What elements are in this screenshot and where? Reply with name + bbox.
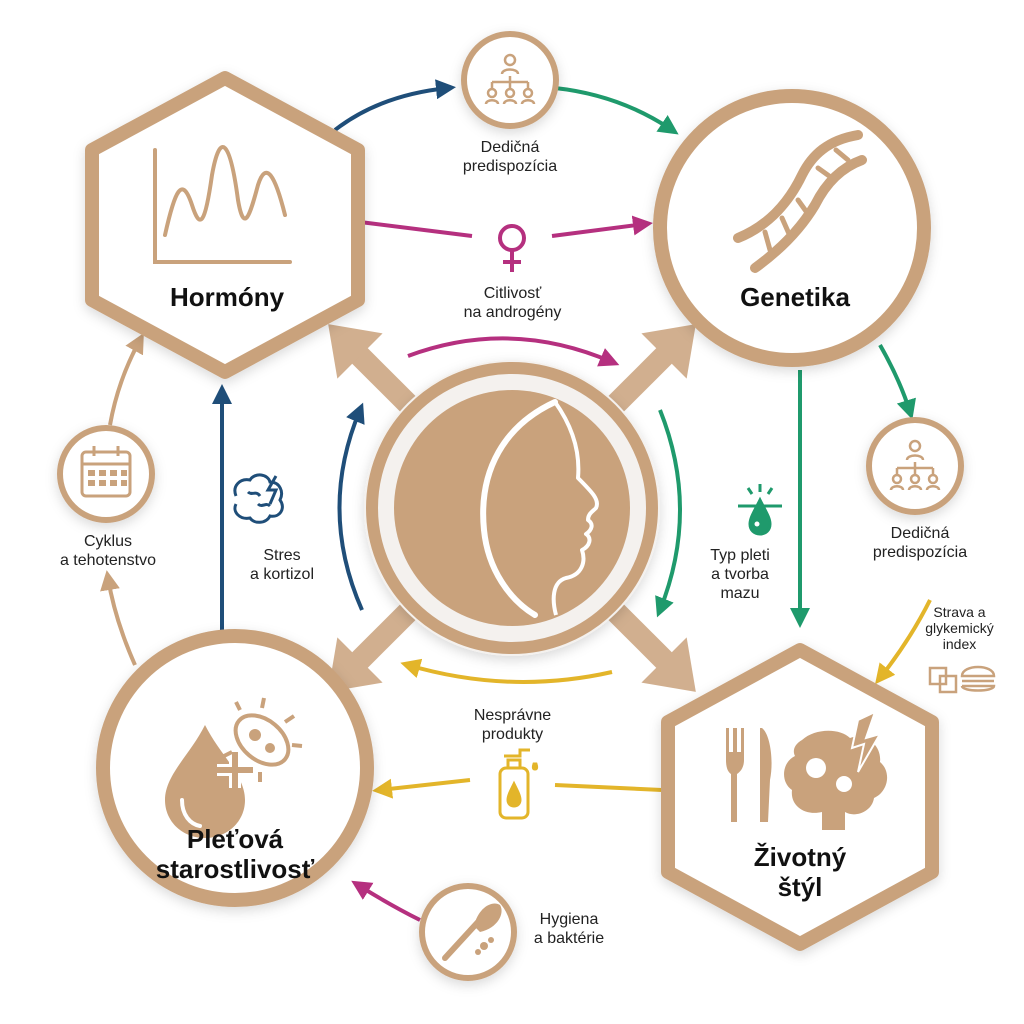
arrow-hormones-to-heredity	[333, 79, 456, 132]
heredity-top-label: Dedičná predispozícia	[430, 138, 590, 176]
genetics-node	[653, 89, 931, 367]
diet-line2: glykemický	[925, 620, 994, 636]
hormone-wave-chart-icon	[153, 145, 292, 264]
androgen-line2: na androgény	[463, 304, 562, 321]
hormones-label: Hormóny	[169, 282, 285, 312]
cycle-line1: Cyklus	[83, 533, 132, 550]
family-tree-icon-right	[889, 439, 941, 491]
lifestyle-label-line2: štýl	[777, 872, 823, 902]
stress-line2: a kortizol	[249, 566, 315, 583]
skin-type-line3: mazu	[720, 585, 760, 602]
sugar-burger-icon	[928, 665, 996, 694]
pump-bottle-icon	[498, 748, 539, 820]
woman-profile-icon	[480, 399, 599, 618]
family-tree-icon	[484, 53, 536, 105]
diet-line3: index	[942, 636, 977, 652]
hygiene-label: Hygiena a baktérie	[514, 910, 624, 948]
stress-label: Stres a kortizol	[222, 546, 342, 584]
diet-label: Strava a glykemický index	[902, 604, 1017, 652]
arrow-skincare-to-cycle	[100, 570, 137, 666]
heredity-top-line1: Dedičná	[480, 139, 540, 156]
genetics-label: Genetika	[740, 282, 850, 312]
skin-type-line2: a tvorba	[711, 566, 769, 583]
heredity-right-label: Dedičná predispozícia	[840, 524, 1000, 562]
center-node	[364, 360, 660, 656]
skincare-label: Pleťová starostlivosť	[110, 824, 360, 884]
heredity-top-line2: predispozícia	[462, 158, 558, 175]
skincare-label-line1: Pleťová	[186, 824, 284, 854]
androgen-label: Citlivosť na androgény	[430, 284, 595, 322]
drop-bacteria-icon	[165, 697, 303, 838]
skin-type-label: Typ pleti a tvorba mazu	[690, 546, 790, 603]
arrow-stress-arc	[337, 402, 365, 611]
cycle-label: Cyklus a tehotenstvo	[28, 532, 188, 570]
arrow-cycle-to-hormones	[108, 332, 144, 426]
hormones-node	[85, 71, 365, 379]
hygiene-line2: a baktérie	[533, 930, 605, 947]
lifestyle-label: Životný štýl	[690, 842, 910, 902]
products-label: Nesprávne produkty	[440, 706, 585, 744]
products-line1: Nesprávne	[473, 707, 552, 724]
skincare-label-line2: starostlivosť	[155, 854, 315, 884]
heredity-right-line2: predispozícia	[872, 544, 968, 561]
androgen-line1: Citlivosť	[483, 285, 542, 302]
products-line2: produkty	[481, 726, 544, 743]
hygiene-line1: Hygiena	[539, 911, 599, 928]
arrow-androgen-arc	[407, 336, 620, 367]
arrow-lifestyle-to-products	[554, 783, 663, 792]
diet-line1: Strava a	[933, 604, 986, 620]
arrow-heredity-to-genetics	[554, 86, 679, 135]
lifestyle-label-line1: Životný	[753, 842, 847, 872]
arrow-hormones-to-androgen	[359, 220, 473, 238]
brush-icon	[442, 903, 502, 961]
female-symbol-icon	[498, 224, 526, 272]
calendar-icon	[80, 446, 132, 498]
heredity-right-line1: Dedičná	[890, 525, 950, 542]
arrow-products-arc	[400, 658, 613, 684]
arrow-diet-to-lifestyle	[875, 599, 932, 685]
arrow-products-to-skincare	[372, 778, 471, 799]
arrow-hygiene-to-skincare	[351, 880, 421, 922]
arrow-skin-type-arc	[655, 409, 682, 618]
cycle-line2: a tehotenstvo	[59, 552, 157, 569]
stress-line1: Stres	[263, 547, 301, 564]
sebaceous-drop-icon	[738, 484, 782, 536]
skin-type-line1: Typ pleti	[710, 547, 770, 564]
fork-knife-brain-icon	[726, 710, 888, 830]
brain-lightning-icon	[233, 473, 284, 524]
arrow-genetics-to-heredity-right	[878, 344, 916, 420]
arrow-androgen-to-genetics	[551, 215, 653, 238]
dna-helix-icon	[733, 130, 867, 273]
